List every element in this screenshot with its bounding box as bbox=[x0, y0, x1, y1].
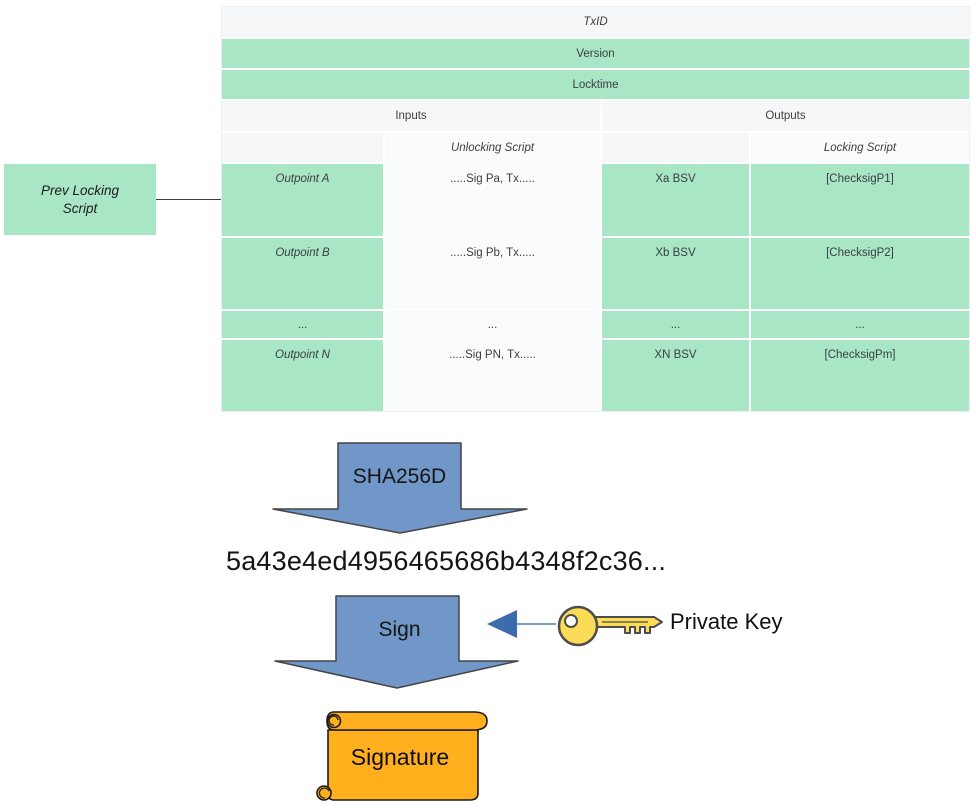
cell-amount: ... bbox=[602, 311, 749, 338]
cell-amount: Xa BSV bbox=[602, 164, 749, 236]
cell-locking-script: [ChecksigPm] bbox=[751, 340, 969, 411]
cell-outpoint: Outpoint B bbox=[222, 238, 383, 309]
left-arrow-icon bbox=[487, 610, 556, 638]
cell-empty-subheader bbox=[222, 133, 383, 162]
cell-locking-header: Locking Script bbox=[751, 133, 969, 162]
prev-locking-script-box: Prev Locking Script bbox=[4, 164, 156, 235]
cell-outpoint: Outpoint A bbox=[222, 164, 383, 236]
hash-value: 5a43e4ed4956465686b4348f2c36... bbox=[226, 546, 667, 576]
cell-locktime: Locktime bbox=[222, 70, 969, 99]
sha256d-down-arrow-icon bbox=[272, 442, 528, 534]
cell-outputs-header: Outputs bbox=[602, 101, 969, 131]
cell-outpoint: ... bbox=[222, 311, 383, 338]
connector-line bbox=[156, 199, 221, 200]
transaction-table: TxID Version Locktime Inputs Outputs Unl… bbox=[221, 6, 970, 412]
cell-locking-script: [ChecksigP2] bbox=[751, 238, 969, 309]
cell-inputs-header: Inputs bbox=[222, 101, 600, 131]
cell-amount: Xb BSV bbox=[602, 238, 749, 309]
cell-unlocking-script: .....Sig Pa, Tx..... bbox=[385, 164, 600, 236]
cell-unlocking-script: .....Sig Pb, Tx..... bbox=[385, 238, 600, 309]
cell-outpoint: Outpoint N bbox=[222, 340, 383, 411]
sign-down-arrow-icon bbox=[274, 595, 519, 689]
cell-amount: XN BSV bbox=[602, 340, 749, 411]
cell-locking-script: [ChecksigP1] bbox=[751, 164, 969, 236]
cell-txid: TxID bbox=[222, 7, 969, 37]
prev-locking-script-label: Prev Locking Script bbox=[40, 182, 120, 216]
cell-version: Version bbox=[222, 39, 969, 68]
cell-unlocking-script: ... bbox=[385, 311, 600, 338]
signature-scroll-icon bbox=[316, 711, 488, 801]
cell-locking-script: ... bbox=[751, 311, 969, 338]
sign-label: Sign bbox=[378, 618, 421, 641]
cell-unlocking-script: .....Sig PN, Tx..... bbox=[385, 340, 600, 411]
private-key-label: Private Key bbox=[670, 609, 783, 634]
signature-label: Signature bbox=[350, 744, 450, 770]
cell-unlocking-header: Unlocking Script bbox=[385, 133, 600, 162]
private-key-icon bbox=[557, 605, 663, 647]
sha256d-label: SHA256D bbox=[352, 465, 447, 488]
cell-empty-subheader bbox=[602, 133, 749, 162]
